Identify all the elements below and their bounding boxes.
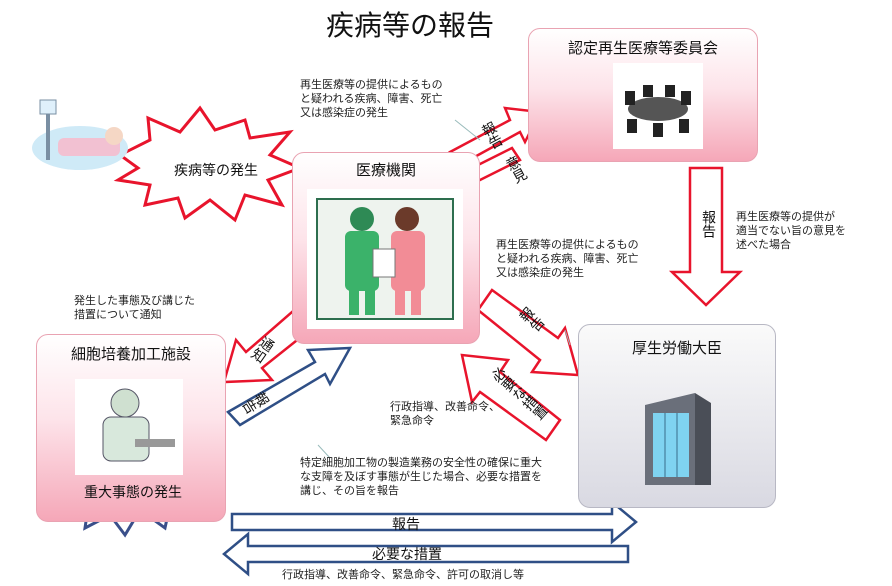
note-line: 特定細胞加工物の製造業務の安全性の確保に重大 (300, 456, 542, 469)
notify-note: 発生した事態及び講じた 措置について通知 (74, 294, 195, 322)
building-icon (635, 385, 717, 493)
note-line: 緊急命令 (390, 414, 434, 427)
committee-report-label: 報告 (700, 210, 716, 238)
disease-occurrence-label: 疾病等の発生 (174, 163, 258, 179)
note-line: 再生医療等の提供によるもの (496, 238, 639, 251)
doctors-icon (307, 189, 463, 329)
note-line: と疑われる疾病、障害、死亡 (300, 92, 443, 105)
note-line: 行政指導、改善命令、 (390, 400, 500, 413)
report-to-minister-arrow (476, 288, 580, 377)
committee-label: 認定再生医療等委員会 (567, 39, 718, 57)
bottom-measures-label: 必要な措置 (372, 547, 442, 563)
cell-facility-node: 細胞培養加工施設 (36, 334, 226, 522)
top-suspected-note: 再生医療等の提供によるもの と疑われる疾病、障害、死亡 又は感染症の発生 (300, 78, 443, 120)
serious-report-note: 特定細胞加工物の製造業務の安全性の確保に重大 な支障を及ぼす事態が生じた場合、必… (300, 456, 542, 498)
cell-facility-label: 細胞培養加工施設 (70, 345, 191, 363)
minister-label: 厚生労働大臣 (631, 339, 722, 357)
meeting-table-icon (613, 63, 703, 149)
committee-opinion-note: 再生医療等の提供が 適当でない旨の意見を 述べた場合 (736, 210, 846, 252)
note-line: と疑われる疾病、障害、死亡 (496, 252, 639, 265)
disease-occurrence-burst (113, 105, 305, 223)
note-line: 又は感染症の発生 (300, 106, 388, 119)
technician-icon (75, 379, 183, 475)
note-line: 再生医療等の提供が (736, 210, 835, 223)
facility-report-arrow (226, 346, 353, 427)
note-line: 適当でない旨の意見を (736, 224, 846, 237)
note-line: 発生した事態及び講じた (74, 294, 195, 307)
mid-suspected-note: 再生医療等の提供によるもの と疑われる疾病、障害、死亡 又は感染症の発生 (496, 238, 639, 280)
serious-event-label: 重大事態の発生 (84, 485, 182, 501)
bottom-measures-arrow (222, 531, 630, 577)
bottom-report-arrow (230, 499, 638, 545)
medical-institution-node: 医療機関 (292, 152, 480, 344)
measures-from-minister-arrow (460, 353, 562, 442)
note-line: 再生医療等の提供によるもの (300, 78, 443, 91)
committee-node: 認定再生医療等委員会 (528, 28, 758, 162)
note-line: 講じ、その旨を報告 (300, 484, 399, 497)
minister-node: 厚生労働大臣 (578, 324, 776, 508)
note-line: 述べた場合 (736, 238, 791, 251)
committee-to-minister-arrow (668, 166, 744, 307)
note-line: な支障を及ぼす事態が生じた場合、必要な措置を (300, 470, 542, 483)
bottom-report-label: 報告 (392, 517, 420, 533)
note-line: 措置について通知 (74, 308, 162, 321)
patient-icon (28, 92, 132, 178)
admin-guidance-note: 行政指導、改善命令、 緊急命令 (390, 400, 500, 428)
medical-institution-label: 医療機関 (355, 161, 416, 179)
note-line: 又は感染症の発生 (496, 266, 584, 279)
bottom-actions-note: 行政指導、改善命令、緊急命令、許可の取消し等 (282, 568, 524, 581)
page-title: 疾病等の報告 (325, 9, 494, 42)
